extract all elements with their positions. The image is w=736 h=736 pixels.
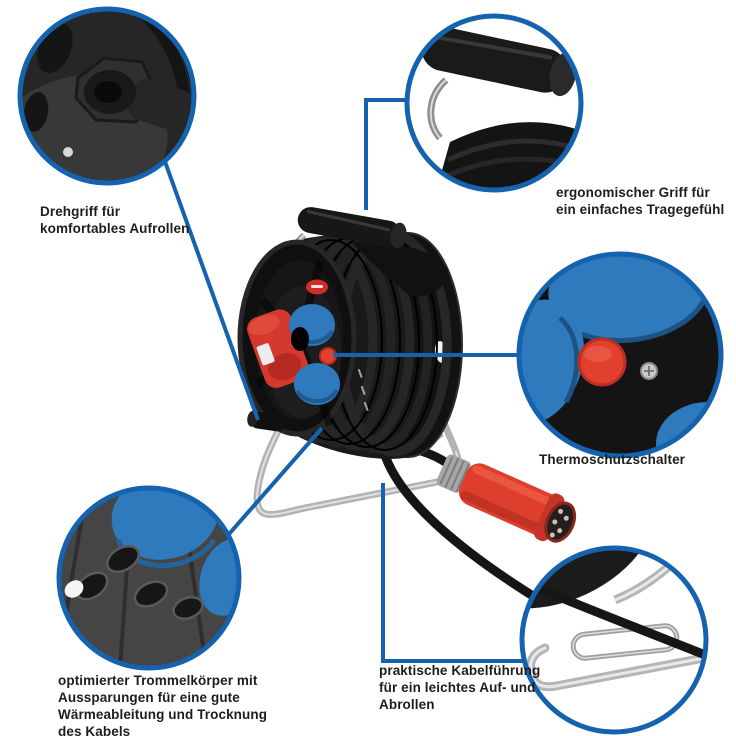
callout-circle-guide bbox=[519, 545, 709, 735]
label-drum: optimierter Trommelkörper mit Aussparung… bbox=[58, 673, 268, 736]
screw-detail bbox=[640, 362, 658, 380]
cee-plug bbox=[436, 454, 577, 543]
cable-guide-wire bbox=[570, 623, 680, 661]
callout-circle-thermal bbox=[516, 251, 724, 459]
callout-circle-drum bbox=[56, 485, 242, 671]
thermal-button-detail bbox=[577, 337, 627, 387]
safety-socket-bottom bbox=[294, 363, 340, 405]
crank-knob-detail bbox=[74, 56, 194, 132]
cable-reel-illustration bbox=[237, 207, 577, 606]
callout-circle-handle bbox=[404, 13, 584, 193]
reel-front-face bbox=[237, 239, 369, 437]
connector-drum bbox=[213, 426, 324, 552]
label-thermal: Thermoschutzschalter bbox=[539, 452, 686, 467]
label-crank: Drehgriff für komfortables Aufrollen bbox=[40, 204, 190, 236]
label-handle: ergonomischer Griff für ein einfaches Tr… bbox=[556, 185, 725, 217]
callout-connector-lines bbox=[148, 98, 525, 663]
connector-crank bbox=[148, 119, 260, 421]
connector-handle bbox=[364, 98, 410, 210]
connector-guide bbox=[381, 483, 525, 663]
vent-cutouts bbox=[75, 544, 204, 620]
label-cable-guide: praktische Kabelführung für ein leichtes… bbox=[379, 663, 541, 712]
